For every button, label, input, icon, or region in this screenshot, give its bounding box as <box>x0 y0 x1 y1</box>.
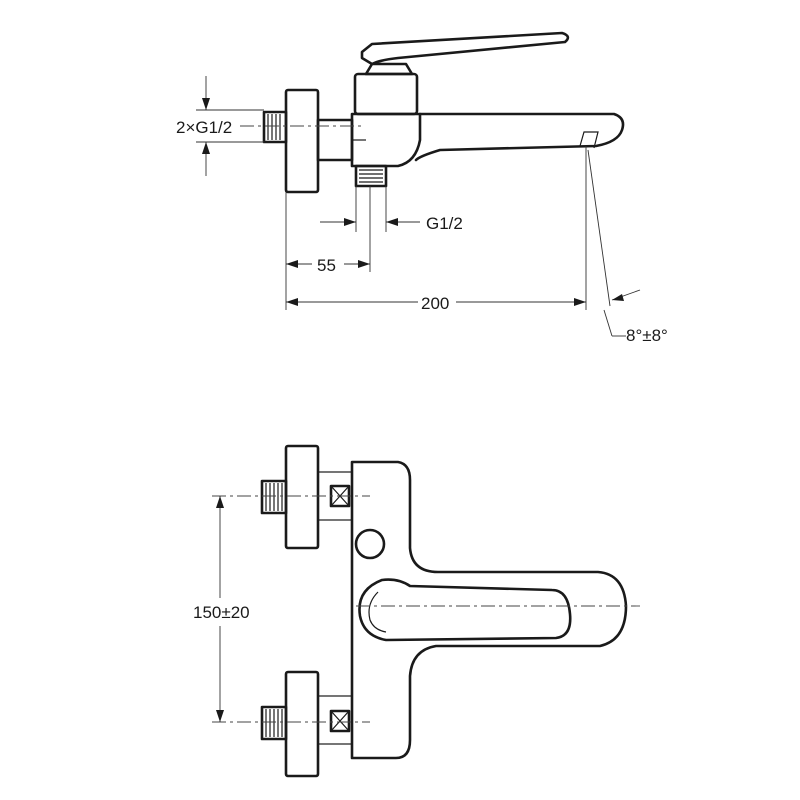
side-mixer-body <box>350 112 422 168</box>
side-inlet-thread <box>262 110 288 144</box>
front-handle-inner <box>368 591 387 633</box>
dim-inlet-spacing: 150±20 <box>193 496 250 722</box>
outlet-thread-label: G1/2 <box>426 214 463 233</box>
dim-overall-length: 200 <box>286 146 587 313</box>
side-spout <box>414 112 625 162</box>
side-wall-flange <box>284 88 320 194</box>
side-handle-lever <box>360 31 570 66</box>
side-outlet-nipple <box>354 164 388 188</box>
inlet-thread-label: 2×G1/2 <box>176 118 232 137</box>
side-cartridge-cap <box>364 62 414 76</box>
front-lower-inlet <box>260 670 353 778</box>
spout-angle-label: 8°±8° <box>626 326 668 345</box>
lower-inlet-thread <box>260 705 288 741</box>
dim-inlet-to-outlet: 55 <box>285 186 371 310</box>
lower-square-nut <box>329 709 351 733</box>
overall-length-label: 200 <box>421 294 449 313</box>
dim-spout-angle: 8°±8° <box>587 149 668 345</box>
diverter-knob <box>354 528 386 560</box>
side-spout-aerator <box>579 131 599 149</box>
front-view: 150±20 <box>193 444 640 778</box>
upper-inlet-thread <box>260 479 288 515</box>
upper-flange <box>284 444 320 550</box>
dim-inlet-thread: 2×G1/2 <box>176 76 264 176</box>
front-handle-lever <box>358 578 572 642</box>
front-mixer-body <box>350 460 628 760</box>
side-cartridge-housing <box>353 72 419 116</box>
front-upper-inlet <box>260 444 353 550</box>
dim-outlet-thread: G1/2 <box>320 186 463 233</box>
inlet-spacing-label: 150±20 <box>193 603 250 622</box>
lower-flange <box>284 670 320 778</box>
side-view: 2×G1/2 G1/2 55 <box>176 31 668 345</box>
lower-connector-arm <box>317 695 353 745</box>
inlet-to-outlet-label: 55 <box>317 256 336 275</box>
